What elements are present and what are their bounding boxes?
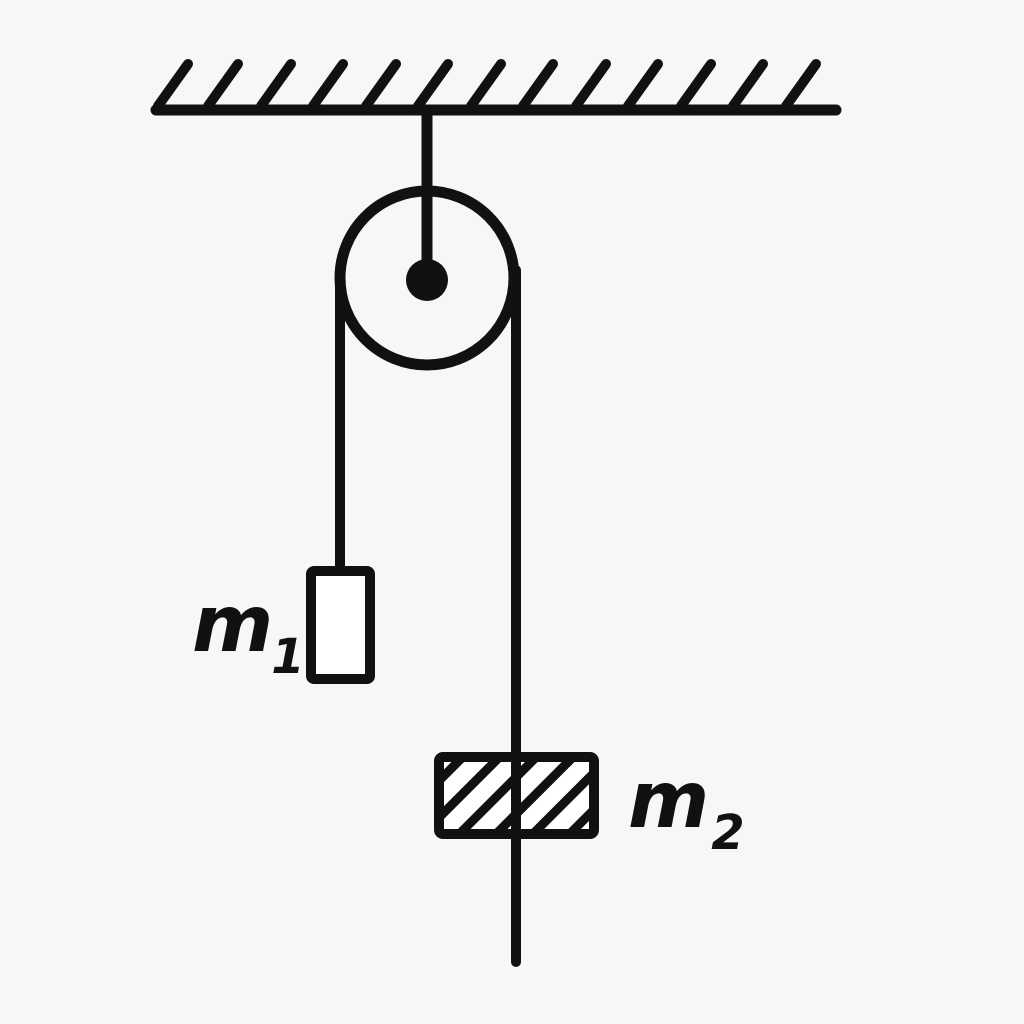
mass-m1-block — [306, 566, 375, 684]
mass-m2-label: m2 — [628, 762, 745, 857]
mass-m1-symbol: m — [192, 580, 274, 670]
ceiling — [150, 59, 842, 116]
mass-m2-subscript: 2 — [711, 805, 745, 861]
mass-m1-subscript: 1 — [271, 629, 305, 685]
mass-m1-label: m1 — [192, 586, 307, 681]
ceiling-hatches — [153, 59, 821, 111]
mass-m2-symbol: m — [628, 756, 710, 846]
pulley-axle — [406, 259, 448, 301]
